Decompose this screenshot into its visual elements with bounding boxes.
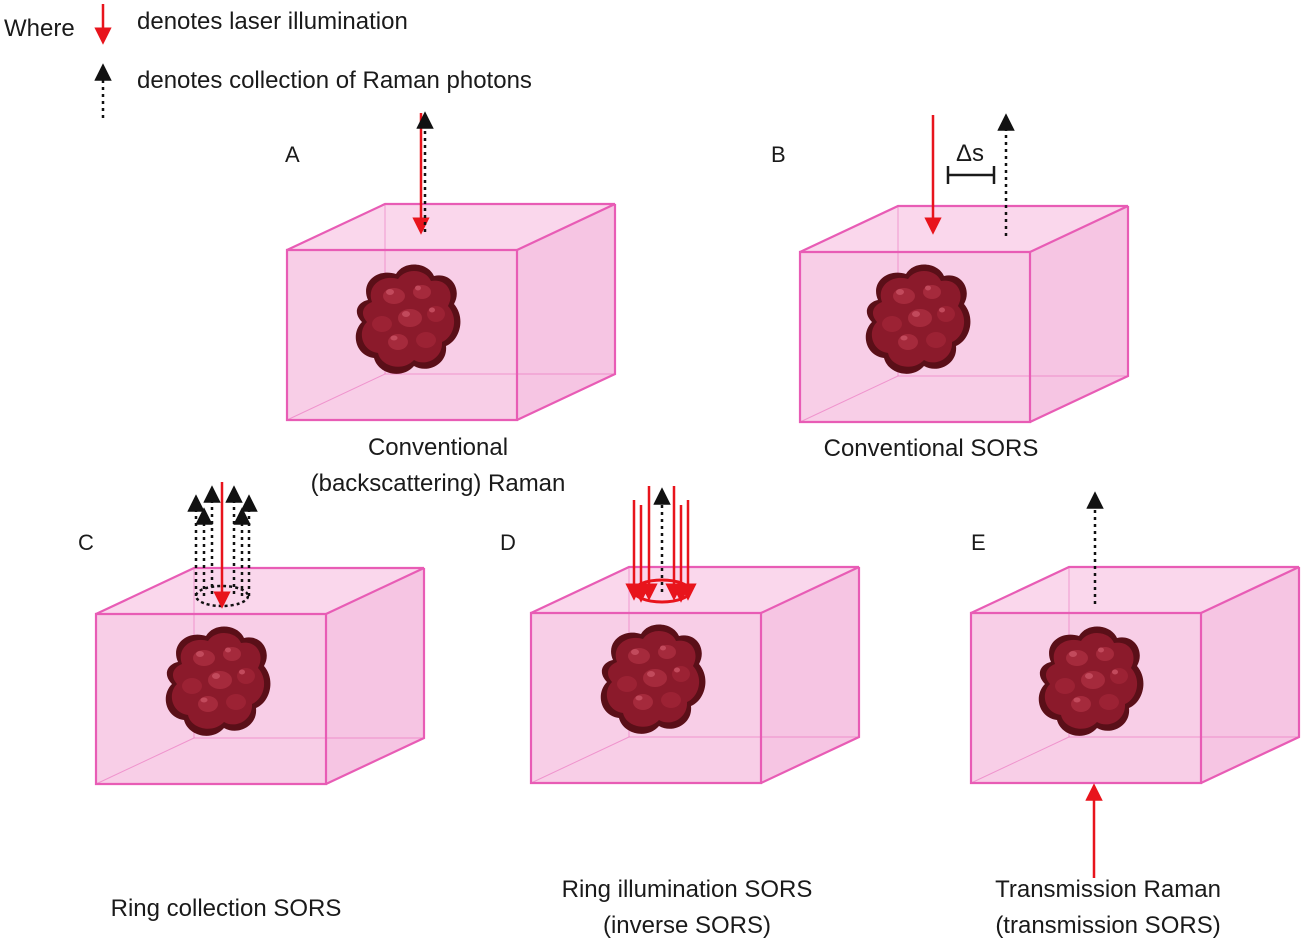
legend-where: Where	[4, 15, 75, 42]
legend-laser-text: denotes laser illumination	[137, 8, 408, 35]
panel-letter: C	[78, 530, 94, 555]
panel-a: A Conventional (backscattering) Raman	[285, 111, 617, 497]
panel-letter: D	[500, 530, 516, 555]
panel-c: C Ring collection SORS	[78, 482, 426, 922]
caption-line2: (backscattering) Raman	[311, 470, 566, 497]
caption-line1: Ring collection SORS	[111, 895, 342, 922]
caption-line1: Conventional	[368, 434, 508, 461]
panel-letter: B	[771, 142, 786, 167]
caption-line2: (inverse SORS)	[603, 912, 771, 939]
offset-bracket	[946, 166, 996, 184]
panel-letter: E	[971, 530, 986, 555]
caption-line2: (transmission SORS)	[995, 912, 1220, 939]
legend: Where denotes laser illumination denotes…	[4, 4, 532, 118]
caption-line1: Conventional SORS	[824, 435, 1039, 462]
panel-b: B Δs Conventional SORS	[771, 113, 1130, 462]
caption-line1: Transmission Raman	[995, 876, 1221, 903]
legend-collection-text: denotes collection of Raman photons	[137, 67, 532, 94]
caption-line1: Ring illumination SORS	[562, 876, 813, 903]
panel-e: E Transmission Raman (transmission SORS)	[969, 491, 1301, 939]
panel-d: D Ring illumination SORS (inverse SORS)	[500, 486, 861, 939]
offset-label: Δs	[956, 140, 984, 167]
panel-letter: A	[285, 142, 300, 167]
